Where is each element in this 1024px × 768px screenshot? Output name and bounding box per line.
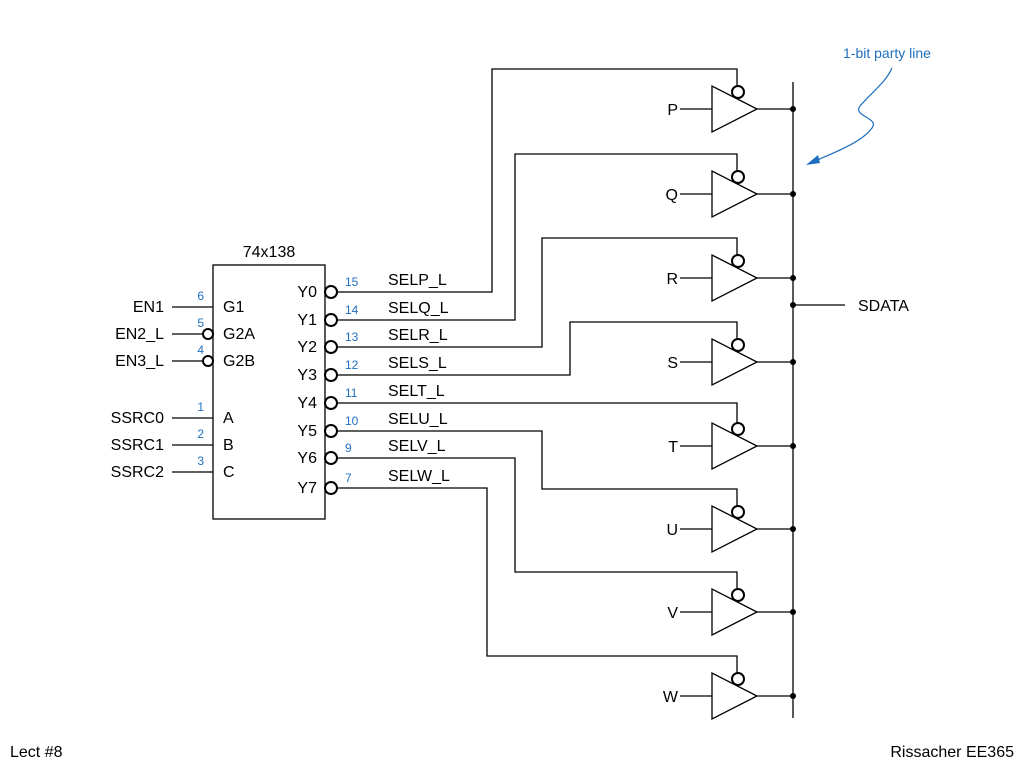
- enable-bubble: [731, 170, 745, 184]
- select-wire: [337, 153, 738, 321]
- input-pin-number: 3: [197, 454, 204, 468]
- input-signal-label: SSRC2: [111, 464, 164, 481]
- annotation-arrowhead: [806, 155, 820, 165]
- input-pin-name: A: [223, 410, 234, 427]
- input-signal-label: SSRC1: [111, 437, 164, 454]
- buffer-input-label: R: [666, 271, 678, 288]
- output-bubble: [324, 313, 338, 327]
- inversion-bubble: [202, 328, 214, 340]
- output-pin-number: 9: [345, 441, 352, 455]
- output-signal-label: SELW_L: [388, 468, 450, 485]
- party-line-bus: SDATA: [790, 82, 909, 718]
- input-pin-number: 1: [197, 400, 204, 414]
- output-pin-name: Y4: [297, 395, 317, 412]
- output-bubble: [324, 368, 338, 382]
- input-pin-name: G2B: [223, 353, 255, 370]
- output-pin-name: Y0: [297, 284, 317, 301]
- input-pin-name: C: [223, 464, 235, 481]
- output-bubble: [324, 340, 338, 354]
- junction-dot: [790, 302, 796, 308]
- decoder-body: [212, 264, 326, 520]
- output-pin-name: Y7: [297, 480, 317, 497]
- annotation-leader: [807, 67, 893, 165]
- buffer-input-label: Q: [666, 187, 678, 204]
- buffer-input-label: U: [666, 522, 678, 539]
- input-signal-label: EN1: [133, 299, 164, 316]
- output-pin-name: Y5: [297, 423, 317, 440]
- output-bubble: [324, 396, 338, 410]
- output-signal-label: SELS_L: [388, 355, 447, 372]
- output-pin-number: 10: [345, 414, 359, 428]
- output-pin-number: 7: [345, 471, 352, 485]
- output-pin-number: 12: [345, 358, 359, 372]
- tristate-buffers: P Q R S T U V W: [663, 84, 759, 721]
- party-line-annotation: 1-bit party line: [806, 45, 931, 165]
- output-pin-name: Y1: [297, 312, 317, 329]
- select-wire: [337, 321, 738, 376]
- input-pin-name: G1: [223, 299, 244, 316]
- footer-course-label: Rissacher EE365: [890, 744, 1014, 761]
- output-signal-label: SELP_L: [388, 272, 447, 289]
- enable-bubble: [731, 254, 745, 268]
- select-wire: [337, 487, 738, 684]
- output-pin-number: 11: [345, 386, 358, 400]
- input-pin-number: 6: [197, 289, 204, 303]
- select-wire: [337, 237, 738, 348]
- input-pin-number: 2: [197, 427, 204, 441]
- output-bubble: [324, 424, 338, 438]
- output-bubble: [324, 451, 338, 465]
- enable-bubble: [731, 588, 745, 602]
- output-pin-number: 13: [345, 330, 359, 344]
- input-pin-number: 4: [197, 343, 204, 357]
- output-pin-number: 15: [345, 275, 359, 289]
- output-signal-label: SELU_L: [388, 411, 448, 428]
- buffer-input-label: V: [667, 605, 678, 622]
- sdata-label: SDATA: [858, 298, 909, 315]
- enable-bubble: [731, 422, 745, 436]
- input-pin-name: G2A: [223, 326, 255, 343]
- output-pin-name: Y6: [297, 450, 317, 467]
- enable-bubble: [731, 505, 745, 519]
- input-signal-label: EN3_L: [115, 353, 164, 370]
- output-signal-label: SELQ_L: [388, 300, 449, 317]
- output-pin-number: 14: [345, 303, 359, 317]
- buffer-input-label: P: [667, 102, 678, 119]
- input-pin-number: 5: [197, 316, 204, 330]
- enable-bubble: [731, 338, 745, 352]
- decoder-part-label: 74x138: [243, 244, 296, 261]
- output-bubble: [324, 285, 338, 299]
- output-signal-label: SELV_L: [388, 438, 446, 455]
- input-signal-label: EN2_L: [115, 326, 164, 343]
- buffer-input-label: T: [668, 439, 678, 456]
- output-pin-name: Y2: [297, 339, 317, 356]
- buffer-input-label: W: [663, 689, 679, 706]
- wires: [172, 68, 793, 697]
- enable-bubble: [731, 672, 745, 686]
- input-pin-name: B: [223, 437, 234, 454]
- output-signal-label: SELT_L: [388, 383, 445, 400]
- output-signal-label: SELR_L: [388, 327, 448, 344]
- select-wire: [337, 430, 738, 517]
- select-wire: [337, 457, 738, 600]
- buffer-input-label: S: [667, 355, 678, 372]
- inversion-bubble: [202, 355, 214, 367]
- select-wire: [337, 68, 738, 293]
- footer-lecture-number: Lect #8: [10, 744, 63, 761]
- output-pin-name: Y3: [297, 367, 317, 384]
- enable-bubble: [731, 85, 745, 99]
- input-signal-label: SSRC0: [111, 410, 164, 427]
- output-bubble: [324, 481, 338, 495]
- annotation-text: 1-bit party line: [843, 45, 931, 61]
